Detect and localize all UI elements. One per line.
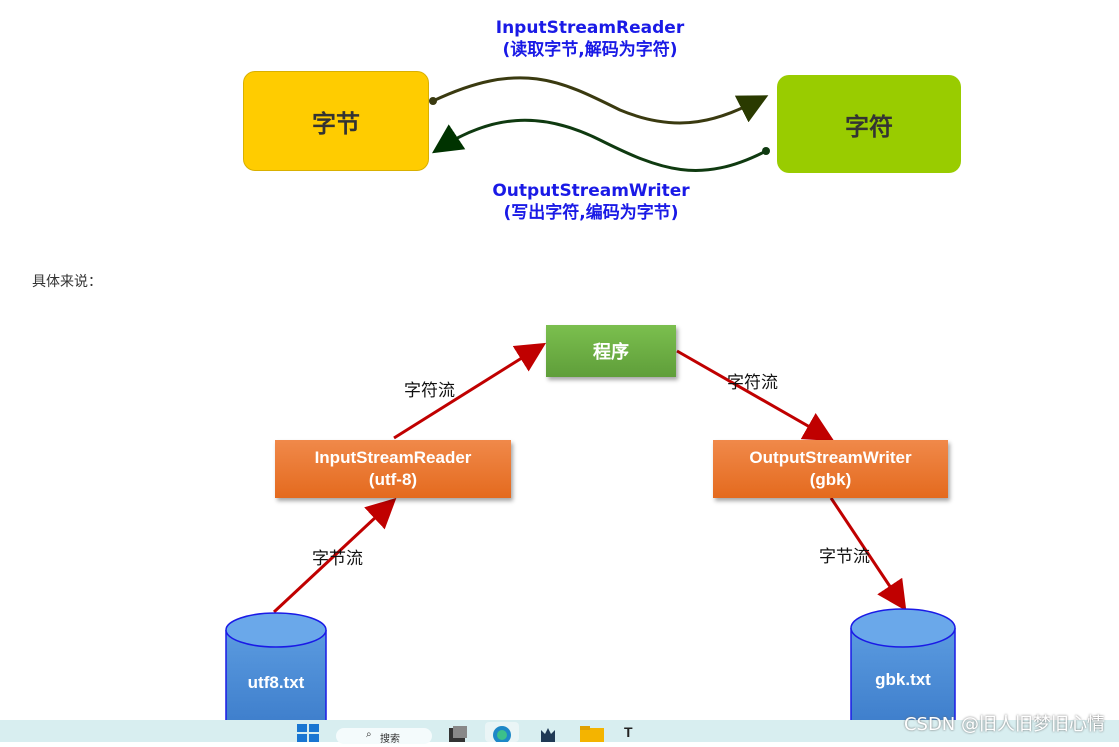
char-box: 字符 [777, 75, 961, 173]
gbk-file-label: gbk.txt [875, 670, 931, 689]
caption-text: 具体来说： [32, 274, 102, 290]
arrow-program-to-writer [676, 349, 835, 441]
byte-box-label: 字节 [312, 109, 360, 138]
taskbar: ⌕ 搜索 T [0, 720, 1119, 745]
flow-arrows [272, 342, 907, 614]
writer-box-line2: (gbk) [809, 470, 852, 489]
char-box-label: 字符 [845, 112, 893, 141]
app-icon[interactable] [538, 724, 558, 742]
windows-start-icon[interactable] [297, 724, 319, 742]
reader-description: (读取字节,解码为字符) [502, 40, 678, 60]
text-app-icon[interactable]: T [624, 724, 633, 740]
writer-name: OutputStreamWriter [492, 181, 690, 201]
reader-box-line1: InputStreamReader [314, 448, 472, 467]
reader-box-line2: (utf-8) [368, 470, 418, 489]
writer-title: OutputStreamWriter (写出字符,编码为字节) [470, 180, 712, 224]
search-icon: ⌕ [366, 729, 372, 740]
byte-stream-label-right: 字节流 [819, 547, 870, 567]
utf8-file-label: utf8.txt [247, 673, 305, 692]
output-stream-writer-box: OutputStreamWriter (gbk) [713, 440, 948, 498]
char-stream-label-left: 字符流 [404, 381, 455, 401]
taskbar-search-label: 搜索 [380, 734, 400, 745]
reader-name: InputStreamReader [495, 18, 685, 38]
writer-box-line1: OutputStreamWriter [749, 448, 912, 467]
gbk-file-cylinder [850, 608, 956, 722]
file-explorer-icon[interactable] [579, 724, 605, 742]
arrow-writer-to-file [829, 497, 907, 611]
byte-stream-label-left: 字节流 [312, 549, 363, 569]
input-stream-reader-box: InputStreamReader (utf-8) [275, 440, 511, 498]
edge-browser-icon[interactable] [485, 722, 519, 744]
writer-arrow [431, 118, 767, 172]
byte-box: 字节 [243, 71, 429, 171]
utf8-file-cylinder [225, 612, 327, 722]
char-stream-label-right: 字符流 [727, 373, 778, 393]
program-box: 程序 [546, 325, 676, 377]
watermark: CSDN @旧人旧梦旧心情 [903, 714, 1105, 735]
writer-description: (写出字符,编码为字节) [503, 203, 679, 223]
reader-title: InputStreamReader (读取字节,解码为字符) [470, 17, 710, 61]
task-view-icon[interactable] [447, 724, 469, 742]
taskbar-search[interactable]: ⌕ 搜索 [336, 728, 432, 745]
top-arrows [429, 76, 770, 172]
arrow-reader-to-program [393, 342, 547, 440]
reader-arrow [432, 76, 769, 125]
program-label: 程序 [593, 342, 629, 363]
arrow-file-to-reader [272, 497, 397, 614]
